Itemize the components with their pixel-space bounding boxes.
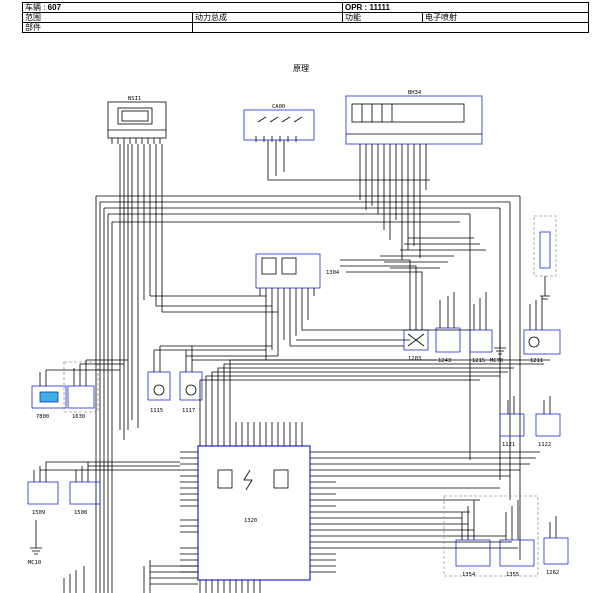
c1262-box — [543, 537, 569, 565]
label-1355: 1355 — [506, 572, 519, 578]
label-ca00: CA00 — [272, 104, 285, 110]
header-table: 车辆 : 607 OPR : 11111 范围 动力总成 功能 电子喷射 部件 — [22, 2, 589, 33]
label-1354: 1354 — [462, 572, 476, 578]
label-bsi: BSI1 — [128, 96, 141, 102]
c1121-box — [499, 413, 525, 437]
label-1117: 1117 — [182, 408, 195, 414]
bh34-box — [345, 95, 483, 145]
c7800-box — [31, 385, 67, 409]
c1243-box — [435, 327, 461, 353]
c1508-box — [69, 481, 101, 505]
c1509-box — [27, 481, 59, 505]
label-1122: 1122 — [538, 442, 551, 448]
c1354-box — [455, 539, 491, 567]
ca00-box — [243, 109, 315, 141]
relay-1304-box — [255, 253, 321, 289]
label-mc10: MC10 — [28, 560, 41, 566]
c1215-box — [469, 329, 493, 353]
label-1243: 1243 — [438, 358, 451, 364]
c1630-box — [67, 385, 95, 409]
label-1203: 1203 — [408, 356, 421, 362]
c1355-box — [499, 539, 535, 567]
label-7800: 7800 — [36, 414, 49, 420]
part-value — [192, 22, 589, 33]
label-1215: 1215 — [472, 358, 485, 364]
vehicle-label: 车辆 : — [25, 3, 48, 12]
opr-label: OPR : — [345, 3, 370, 12]
label-1508: 1508 — [74, 510, 87, 516]
label-1121: 1121 — [502, 442, 515, 448]
vehicle-value: 607 — [47, 3, 62, 12]
label-1630: 1630 — [72, 414, 85, 420]
c1211-box — [523, 329, 561, 355]
label-1262: 1262 — [546, 570, 559, 576]
label-1211: 1211 — [530, 358, 543, 364]
opr-value: 11111 — [369, 3, 390, 12]
bsi-box — [107, 101, 167, 139]
label-bh34: BH34 — [408, 90, 422, 96]
label-ecu: 1320 — [244, 518, 257, 524]
c1122-box — [535, 413, 561, 437]
label-1304: 1304 — [326, 270, 340, 276]
label-1509: 1509 — [32, 510, 45, 516]
c1117-box — [179, 371, 203, 401]
label-mc70: MC70 — [490, 358, 503, 364]
label-1115: 1115 — [150, 408, 163, 414]
c1115-box — [147, 371, 171, 401]
ecu-box — [197, 445, 311, 581]
diagram-title: 原理 — [293, 64, 309, 73]
